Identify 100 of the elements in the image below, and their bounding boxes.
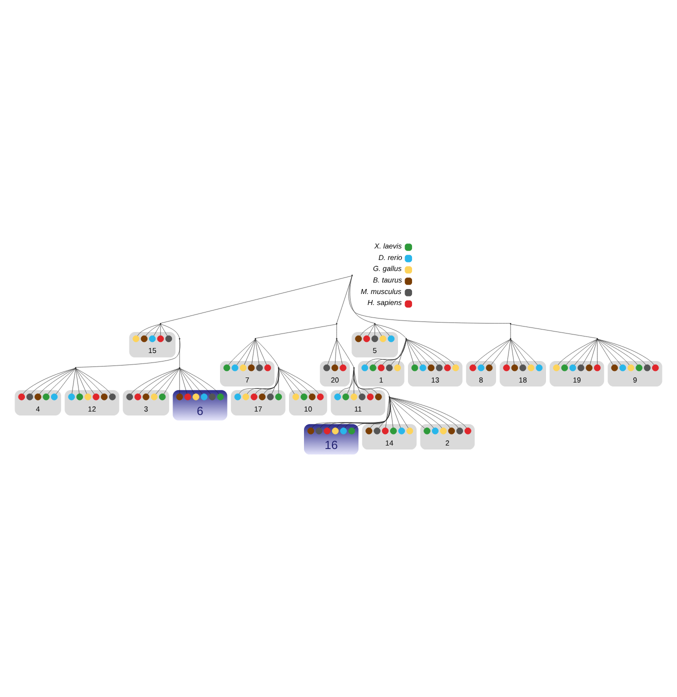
connector: [389, 397, 408, 428]
connector: [56, 368, 76, 394]
node-point: [278, 367, 280, 369]
connector: [398, 339, 406, 365]
cluster: 4: [14, 390, 62, 416]
legend-label: B. taurus: [373, 276, 402, 285]
node-circle: [331, 364, 338, 372]
connector: [374, 339, 406, 366]
connector: [238, 368, 280, 394]
node-circle: [366, 428, 372, 434]
node-circle: [165, 335, 172, 342]
cluster: 7: [220, 361, 274, 386]
node-circle: [157, 335, 164, 342]
node-circle: [42, 393, 50, 400]
node-circle: [420, 364, 426, 372]
node-circle: [386, 364, 393, 372]
node-circle: [411, 364, 418, 372]
node-circle: [334, 393, 341, 400]
legend-label: D. rerio: [378, 252, 402, 262]
cluster: 20: [320, 361, 350, 386]
node-circle: [300, 393, 308, 400]
connector: [247, 368, 280, 394]
node-circle: [370, 364, 376, 372]
node-circle: [440, 428, 447, 434]
connector: [370, 397, 390, 428]
node-circle: [84, 393, 92, 400]
node-circle: [184, 393, 192, 400]
connector: [406, 339, 422, 366]
legend-label: G. gallus: [373, 264, 402, 274]
cluster: 6: [172, 390, 228, 420]
connector: [597, 339, 638, 366]
node-circle: [578, 364, 584, 372]
node-circle: [240, 364, 247, 372]
connector: [338, 368, 354, 394]
node-circle: [348, 428, 356, 434]
cluster: 19: [550, 361, 604, 386]
node-circle: [627, 364, 634, 372]
connector: [255, 368, 280, 394]
connector: [346, 368, 354, 394]
node-circle: [374, 428, 380, 434]
node-point: [74, 367, 76, 369]
node-circle: [250, 393, 258, 400]
connector: [75, 368, 87, 394]
node-circle: [108, 393, 116, 400]
connector: [336, 339, 343, 365]
legend-label: M. musculus: [360, 286, 402, 296]
node-circle: [158, 393, 166, 400]
connector: [390, 339, 406, 366]
connector: [597, 339, 614, 366]
node-circle: [132, 335, 140, 342]
node-circle: [176, 393, 183, 400]
connector: [72, 368, 76, 394]
connector: [389, 397, 434, 428]
node-circle: [436, 364, 443, 372]
connector: [354, 397, 390, 429]
node-circle: [561, 364, 568, 372]
node-circle: [511, 364, 518, 372]
connector: [389, 397, 401, 428]
node-circle: [150, 393, 158, 400]
connector: [278, 368, 311, 394]
node-circle: [406, 428, 414, 434]
node-circle: [126, 393, 134, 400]
node-circle: [323, 364, 330, 372]
node-point: [510, 323, 512, 324]
connector: [597, 339, 630, 366]
node-circle: [536, 364, 543, 372]
node-circle: [258, 393, 266, 400]
node-circle: [192, 393, 200, 400]
node-circle: [223, 364, 230, 372]
node-circle: [134, 393, 142, 400]
node-circle: [332, 428, 339, 434]
node-circle: [394, 364, 401, 372]
node-point: [178, 338, 180, 340]
node-circle: [208, 393, 216, 400]
node-point: [374, 323, 376, 324]
connector: [327, 339, 337, 365]
node-point: [160, 323, 162, 324]
node-point: [178, 367, 180, 369]
node-circle: [366, 393, 374, 400]
connector: [31, 368, 76, 394]
node-circle: [452, 364, 460, 372]
node-circle: [478, 364, 484, 372]
cluster: 13: [408, 361, 462, 386]
connector: [574, 339, 598, 366]
node-circle: [444, 364, 451, 372]
node-circle: [378, 364, 385, 372]
node-circle: [232, 364, 238, 372]
connector: [278, 368, 302, 394]
node-circle: [619, 364, 626, 372]
connector: [353, 368, 390, 397]
connector: [389, 397, 394, 428]
node-point: [351, 274, 353, 276]
connector: [344, 397, 391, 428]
node-circle: [519, 364, 526, 372]
node-circle: [371, 335, 378, 342]
connector: [278, 368, 319, 394]
connector: [272, 368, 279, 394]
connector: [336, 276, 352, 324]
node-circle: [636, 364, 642, 372]
cluster: 18: [500, 361, 546, 386]
